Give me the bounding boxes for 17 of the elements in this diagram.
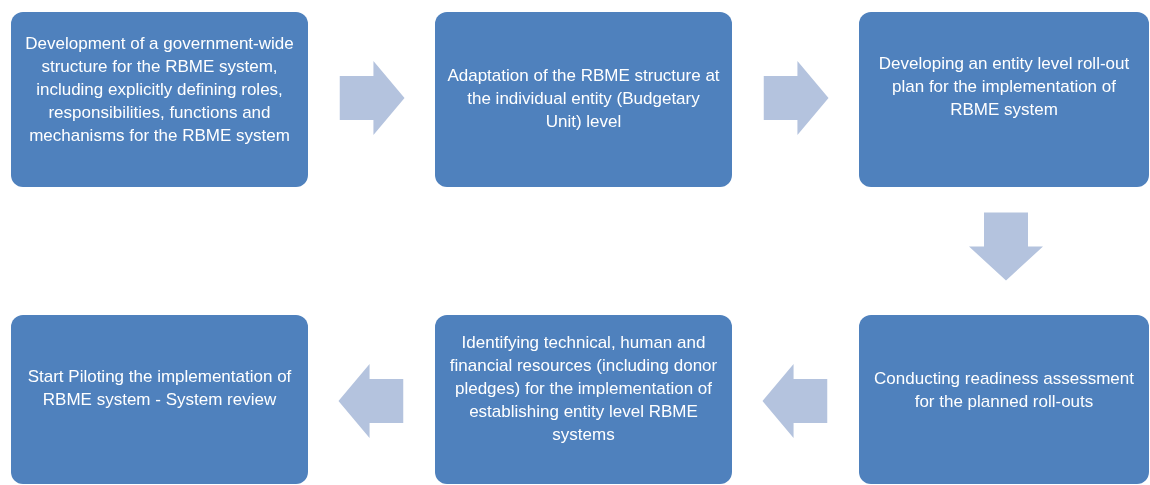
box-text: Adaptation of the RBME structure at the individual entity (Budgetary Unit) level [447,65,720,133]
box-text: Start Piloting the implementation of RBME system - System review [26,366,293,411]
process-box [859,12,1149,187]
process-box [11,315,308,484]
box-text: Conducting readiness assessment for the planned roll-outs [873,368,1135,413]
box-text: Developing an entity level roll-out plan for the implementation of RBME system [877,53,1131,121]
box-text: Identifying technical, human and financial resources (including donor pledges) for the implementation of establishing entity level RBME systems [448,332,719,446]
block-arrow [763,61,829,135]
process-box [435,12,732,187]
block-arrow [339,61,405,135]
process-box [859,315,1149,484]
block-arrow [338,364,404,438]
process-box [11,12,308,187]
process-box [435,315,732,484]
block-arrow [762,364,828,438]
box-text: Development of a government-wide structure for the RBME system, including explicitly defining roles, responsibilities, functions and mechanisms for the RBME system [24,33,295,147]
block-arrow [969,212,1043,281]
